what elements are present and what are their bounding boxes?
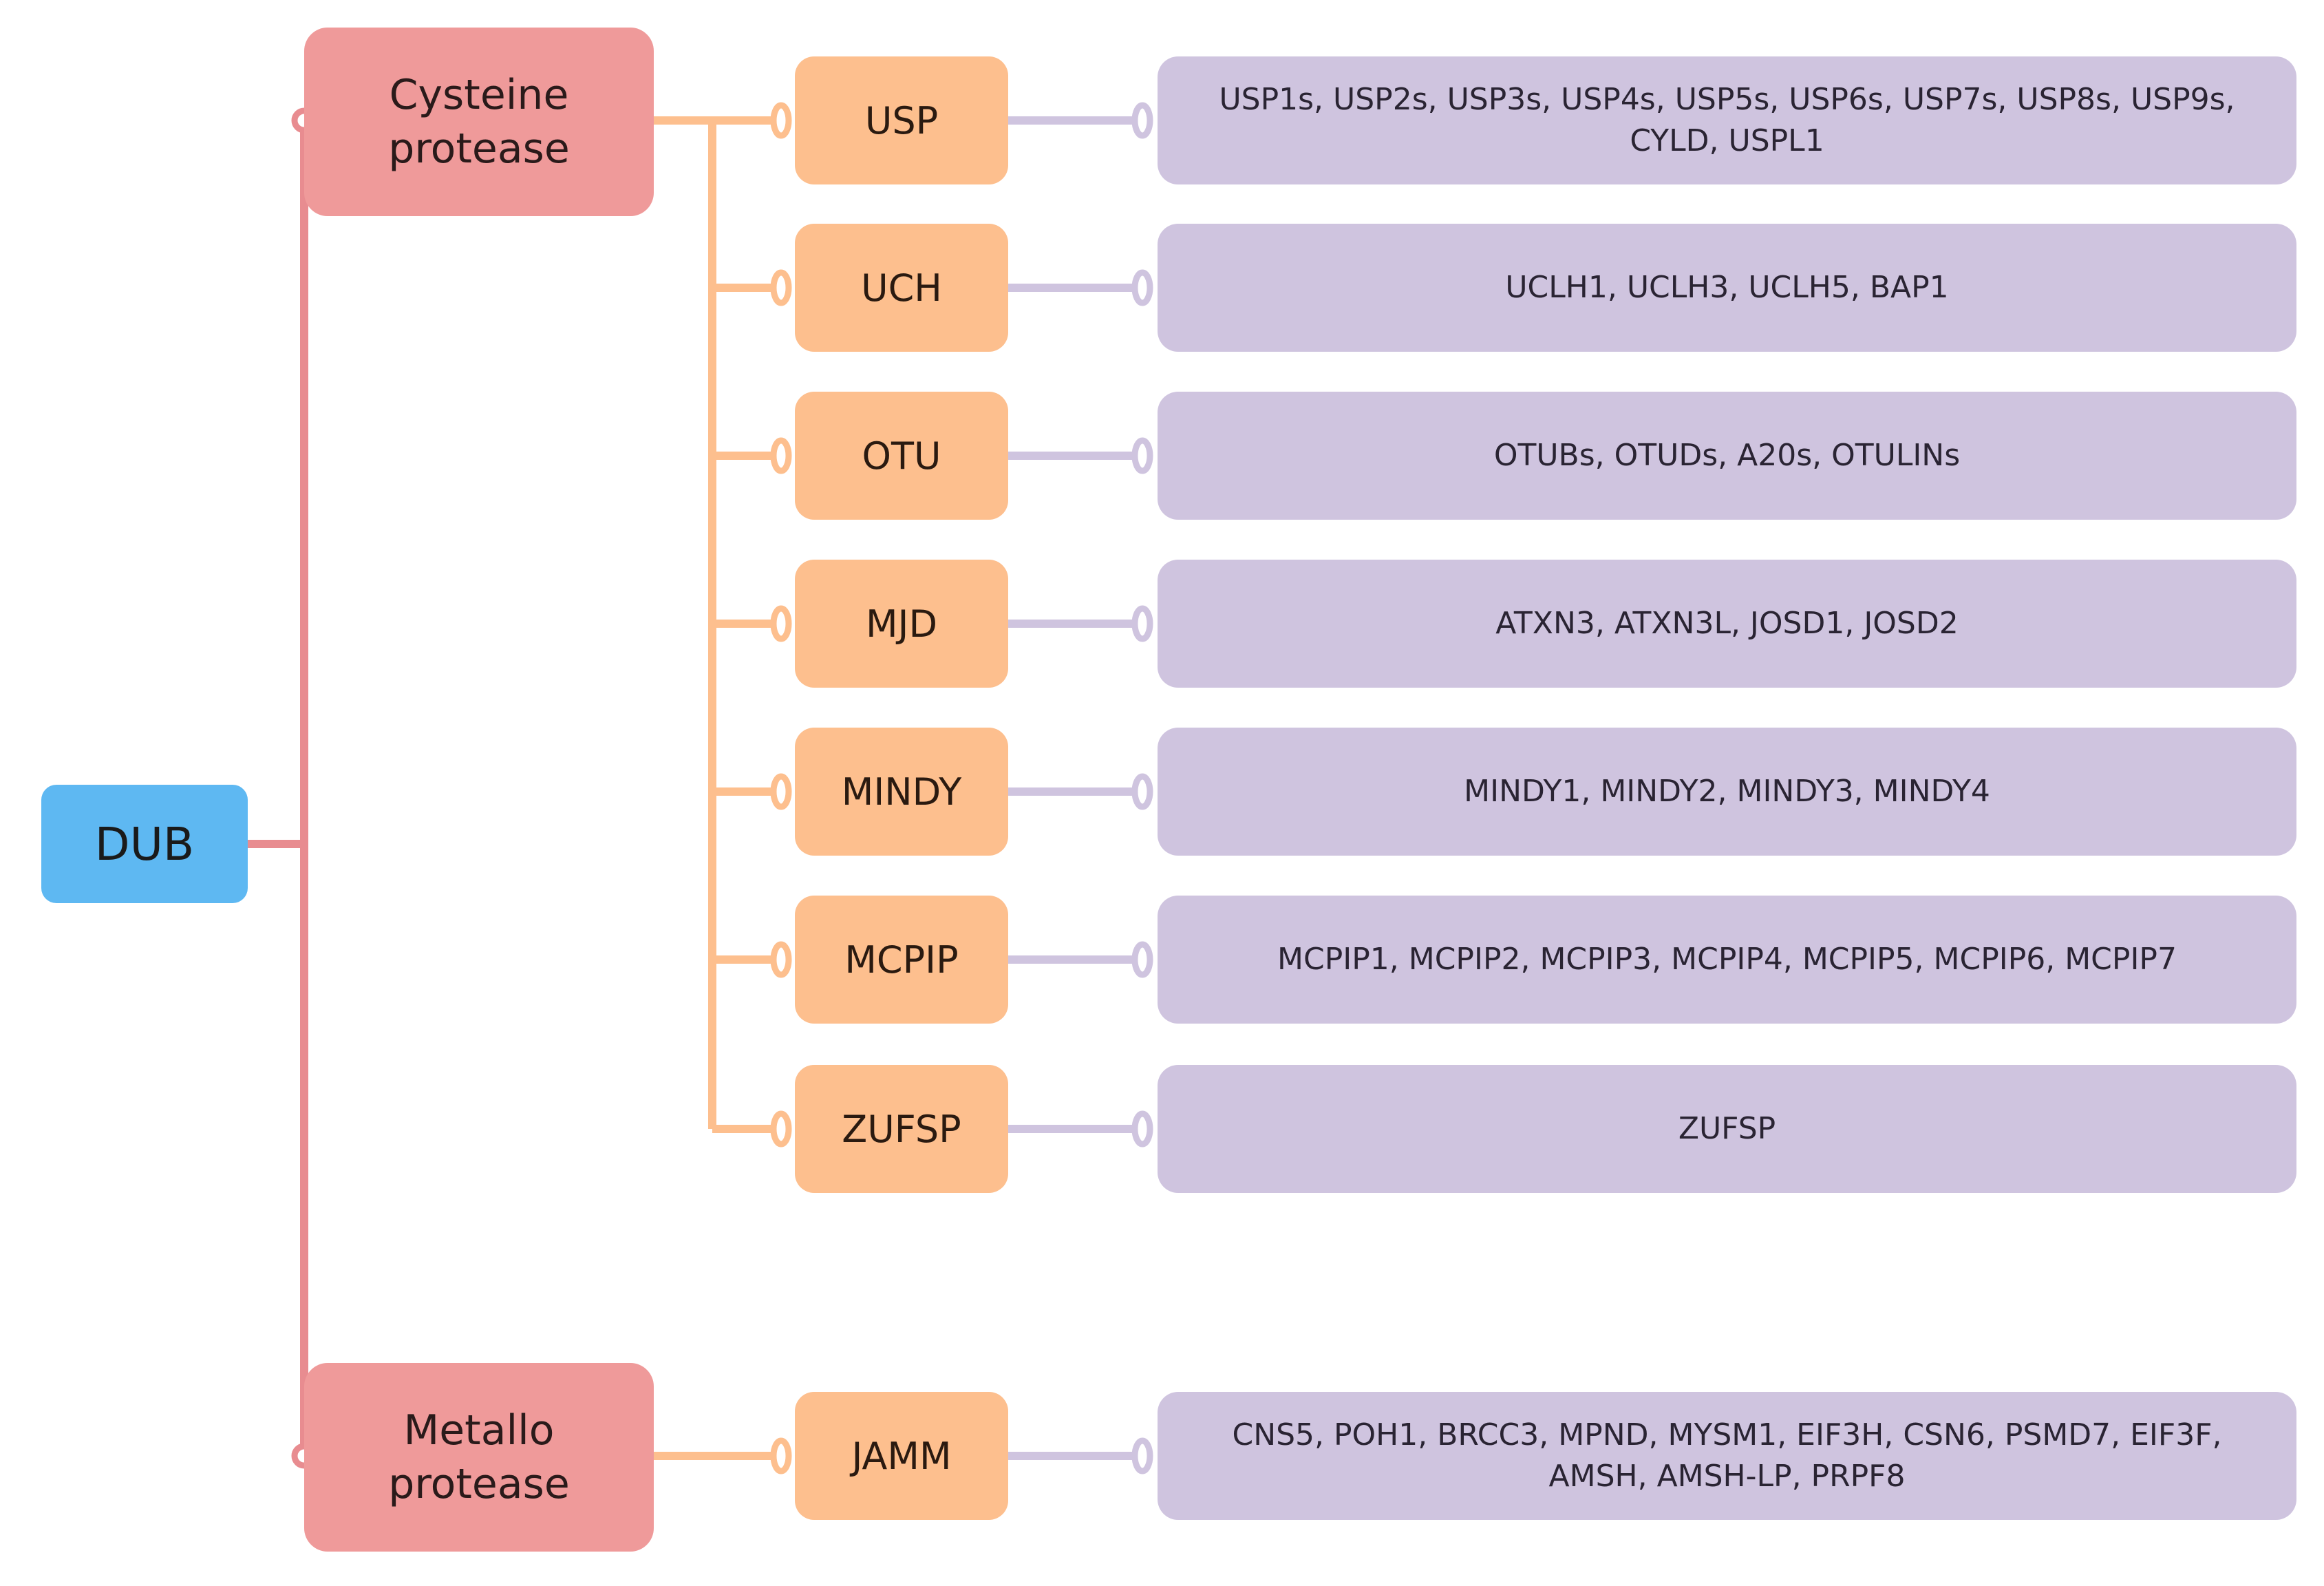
family-label: MINDY xyxy=(841,770,962,814)
members-text: UCLH1, UCLH3, UCLH5, BAP1 xyxy=(1505,270,1949,305)
members-box-usp: USP1s, USP2s, USP3s, USP4s, USP5s, USP6s… xyxy=(1158,56,2296,184)
family-connector-node xyxy=(770,1110,792,1148)
family-node-mjd: MJD xyxy=(795,560,1008,688)
family-label: JAMM xyxy=(851,1434,952,1478)
family-connector-node xyxy=(770,773,792,810)
category-node-cysteine: Cysteine protease xyxy=(304,28,654,216)
member-connector-node xyxy=(1131,605,1153,642)
family-connector-node xyxy=(770,269,792,306)
family-connector-node xyxy=(770,941,792,978)
family-label: USP xyxy=(864,98,939,142)
members-text: MINDY1, MINDY2, MINDY3, MINDY4 xyxy=(1464,774,1990,809)
members-box-mjd: ATXN3, ATXN3L, JOSD1, JOSD2 xyxy=(1158,560,2296,688)
member-connector-node xyxy=(1131,1110,1153,1148)
members-box-jamm: CNS5, POH1, BRCC3, MPND, MYSM1, EIF3H, C… xyxy=(1158,1392,2296,1520)
family-label: MJD xyxy=(865,602,938,646)
members-text: ZUFSP xyxy=(1678,1111,1776,1146)
member-connector-node xyxy=(1131,437,1153,474)
category-label-line2: protease xyxy=(388,125,570,173)
family-node-zufsp: ZUFSP xyxy=(795,1065,1008,1193)
family-connector-node xyxy=(770,605,792,642)
members-box-mindy: MINDY1, MINDY2, MINDY3, MINDY4 xyxy=(1158,728,2296,856)
family-node-jamm: JAMM xyxy=(795,1392,1008,1520)
members-text: CNS5, POH1, BRCC3, MPND, MYSM1, EIF3H, C… xyxy=(1232,1417,2222,1494)
family-node-usp: USP xyxy=(795,56,1008,184)
members-text: OTUBs, OTUDs, A20s, OTULINs xyxy=(1493,438,1961,473)
family-label: OTU xyxy=(862,434,941,478)
member-connector-node xyxy=(1131,102,1153,139)
cysteine-bracket xyxy=(654,116,781,1133)
members-box-zufsp: ZUFSP xyxy=(1158,1065,2296,1193)
members-box-otu: OTUBs, OTUDs, A20s, OTULINs xyxy=(1158,392,2296,520)
category-label-line1: Cysteine xyxy=(389,71,569,119)
category-label-line2: protease xyxy=(388,1460,570,1508)
family-node-mcpip: MCPIP xyxy=(795,896,1008,1024)
members-box-uch: UCLH1, UCLH3, UCLH5, BAP1 xyxy=(1158,224,2296,352)
root-node-dub: DUB xyxy=(41,785,248,903)
category-label-line1: Metallo xyxy=(403,1406,555,1455)
members-text: MCPIP1, MCPIP2, MCPIP3, MCPIP4, MCPIP5, … xyxy=(1277,942,2177,977)
member-connector-node xyxy=(1131,773,1153,810)
family-node-mindy: MINDY xyxy=(795,728,1008,856)
family-label: UCH xyxy=(861,266,942,310)
family-connector-node xyxy=(770,1437,792,1474)
family-connector-node xyxy=(770,437,792,474)
members-box-mcpip: MCPIP1, MCPIP2, MCPIP3, MCPIP4, MCPIP5, … xyxy=(1158,896,2296,1024)
family-node-otu: OTU xyxy=(795,392,1008,520)
members-text: ATXN3, ATXN3L, JOSD1, JOSD2 xyxy=(1495,606,1959,641)
family-connector-node xyxy=(770,102,792,139)
family-node-uch: UCH xyxy=(795,224,1008,352)
members-text: USP1s, USP2s, USP3s, USP4s, USP5s, USP6s… xyxy=(1219,82,2235,158)
category-node-metallo: Metallo protease xyxy=(304,1363,654,1552)
family-label: ZUFSP xyxy=(842,1107,961,1151)
member-connector-node xyxy=(1131,941,1153,978)
member-connector-node xyxy=(1131,269,1153,306)
member-connector-node xyxy=(1131,1437,1153,1474)
root-label: DUB xyxy=(94,817,195,871)
family-label: MCPIP xyxy=(844,938,959,982)
